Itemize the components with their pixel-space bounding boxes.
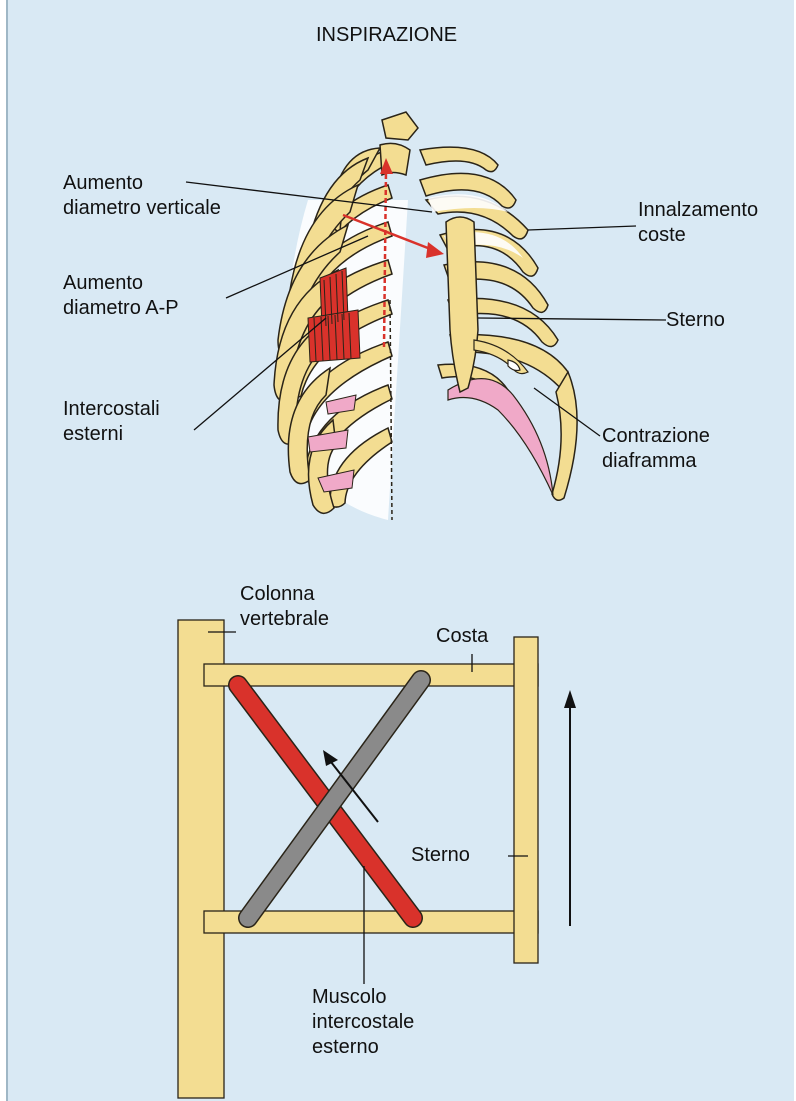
- pull-arrow-head: [323, 750, 338, 766]
- label-line: diaframma: [602, 449, 710, 474]
- label-line: coste: [638, 223, 758, 248]
- diagram-page: INSPIRAZIONE: [6, 0, 794, 1101]
- label-aumento-ap: Aumento diametro A-P: [63, 271, 179, 321]
- label-line: vertebrale: [240, 607, 329, 632]
- label-colonna-vertebrale: Colonna vertebrale: [240, 582, 329, 632]
- label-line: Contrazione: [602, 424, 710, 449]
- rise-arrow-head: [564, 690, 576, 708]
- label-line: Aumento: [63, 271, 179, 296]
- vertebral-column-bar: [178, 620, 224, 1098]
- label-line: diametro verticale: [63, 196, 221, 221]
- label-sterno-lower: Sterno: [411, 843, 470, 868]
- label-line: Muscolo: [312, 985, 414, 1010]
- label-innalzamento-coste: Innalzamento coste: [638, 198, 758, 248]
- label-line: esterno: [312, 1035, 414, 1060]
- rib-cage-illustration: [8, 0, 794, 1101]
- label-muscolo-intercostale: Muscolo intercostale esterno: [312, 985, 414, 1060]
- label-contrazione-diaframma: Contrazione diaframma: [602, 424, 710, 474]
- label-line: Aumento: [63, 171, 221, 196]
- label-sterno-upper: Sterno: [666, 308, 725, 333]
- label-aumento-verticale: Aumento diametro verticale: [63, 171, 221, 221]
- label-line: intercostale: [312, 1010, 414, 1035]
- label-costa: Costa: [436, 624, 488, 649]
- sternum-bar: [514, 637, 538, 963]
- label-line: Colonna: [240, 582, 329, 607]
- upper-rib-bar: [204, 664, 538, 686]
- label-intercostali-esterni: Intercostali esterni: [63, 397, 160, 447]
- label-line: Intercostali: [63, 397, 160, 422]
- upper-leader-lines: [186, 182, 666, 436]
- label-line: Innalzamento: [638, 198, 758, 223]
- label-line: diametro A-P: [63, 296, 179, 321]
- diaphragm-right: [448, 379, 553, 495]
- label-line: esterni: [63, 422, 160, 447]
